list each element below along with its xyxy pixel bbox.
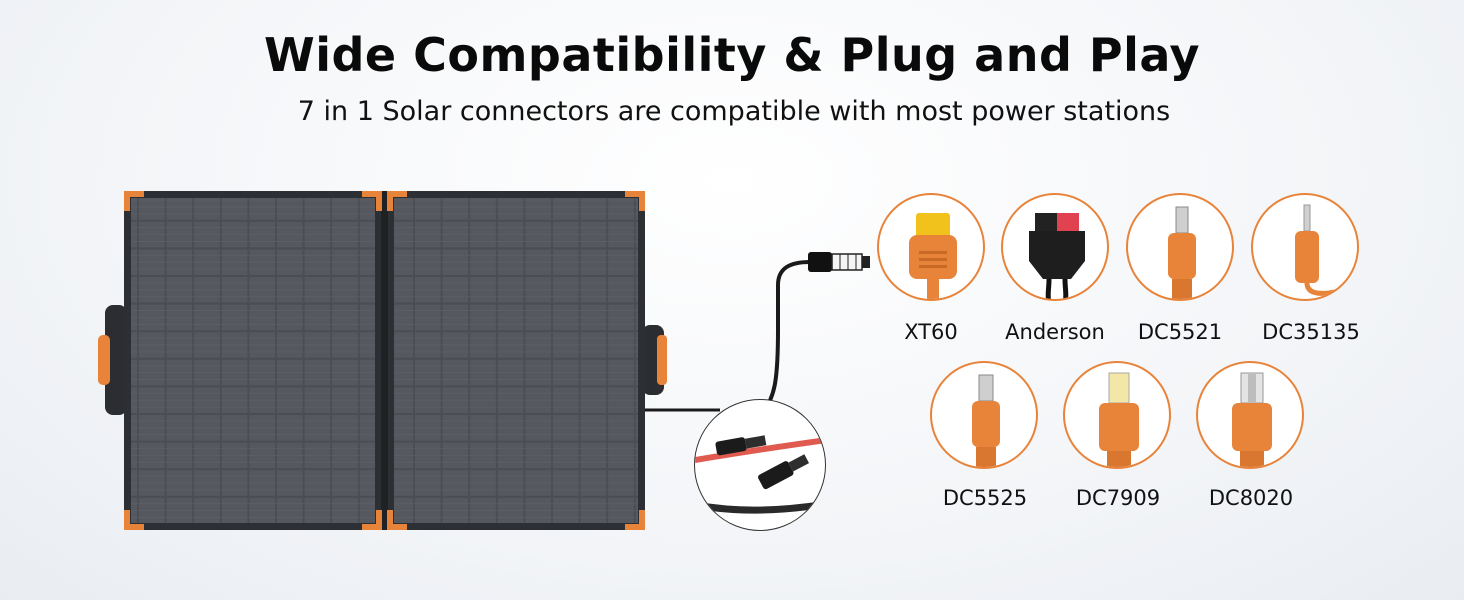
mc4-detail-circle [694, 399, 826, 531]
dc5521-connector-circle [1126, 193, 1234, 301]
connector-label-dc8020: DC8020 [1208, 486, 1294, 510]
dc8020-connector-icon [1232, 372, 1272, 467]
dc35135-connector-circle [1251, 193, 1359, 301]
connector-label-dc5521: DC5521 [1137, 320, 1223, 344]
connector-label-xt60: XT60 [904, 320, 958, 344]
anderson-connector-icon [1029, 213, 1085, 299]
dc8020-connector-circle [1196, 361, 1304, 469]
page-subtitle: 7 in 1 Solar connectors are compatible w… [297, 96, 1171, 127]
dc5525-connector-icon [972, 374, 1000, 467]
connector-label-dc35135: DC35135 [1262, 320, 1360, 344]
connector-label-dc5525: DC5525 [942, 486, 1028, 510]
xt60-connector-icon [909, 213, 957, 299]
xt60-connector-circle [877, 193, 985, 301]
page-title: Wide Compatibility & Plug and Play [263, 28, 1200, 82]
dc35135-connector-icon [1295, 204, 1340, 296]
dc7909-connector-circle [1063, 361, 1171, 469]
anderson-connector-circle [1001, 193, 1109, 301]
dc5521-connector-icon [1168, 206, 1196, 299]
connector-label-dc7909: DC7909 [1075, 486, 1161, 510]
connector-label-anderson: Anderson [1005, 320, 1105, 344]
dc5525-connector-circle [930, 361, 1038, 469]
dc7909-connector-icon [1099, 372, 1139, 467]
mc4-connector-icon [695, 435, 825, 514]
